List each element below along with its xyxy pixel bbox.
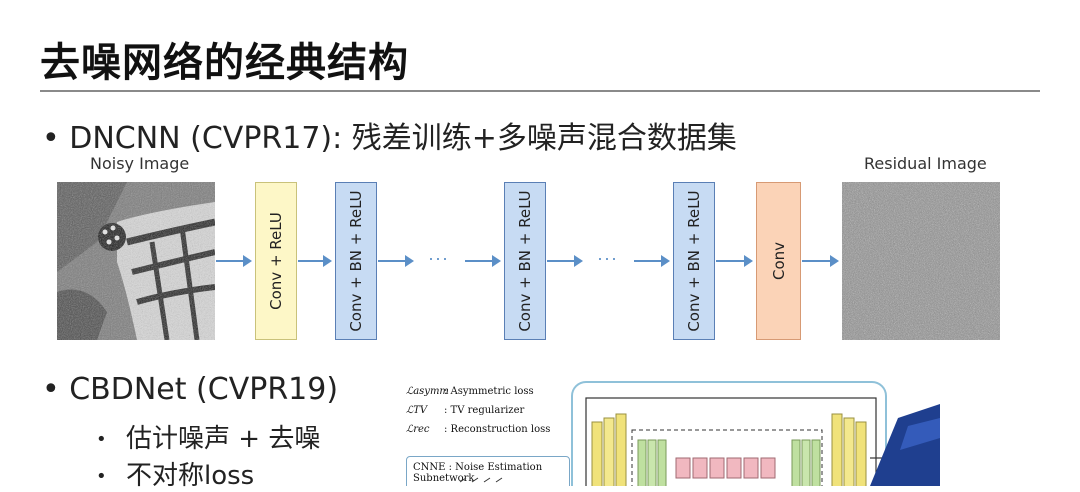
legend-text: : Reconstruction loss: [444, 424, 551, 435]
flow-arrow: [465, 255, 501, 267]
sub-bullet: •: [96, 429, 107, 450]
subnet-box: CNNE : Noise Estimation Subnetwork: [406, 456, 570, 486]
flow-arrow: [216, 255, 252, 267]
flow-arrow: [634, 255, 670, 267]
flow-arrow: [378, 255, 414, 267]
dncnn-bullet: • DNCNN (CVPR17): 残差训练+多噪声混合数据集: [42, 121, 737, 156]
layer-conv: Conv: [756, 182, 801, 340]
cbdnet-sub-item: • 估计噪声 + 去噪: [96, 418, 320, 455]
sub-item-text: 估计噪声 + 去噪: [126, 424, 321, 454]
flow-arrow: [298, 255, 332, 267]
layer-label: Conv + ReLU: [267, 212, 285, 310]
title-divider: [40, 90, 1040, 92]
residual-image-caption: Residual Image: [864, 154, 987, 173]
sub-bullet: •: [96, 466, 107, 487]
residual-image: [842, 182, 1000, 340]
legend-asymmetric: ℒasymm: Asymmetric loss: [406, 386, 534, 397]
flow-arrow: [802, 255, 839, 267]
layer-conv-relu: Conv + ReLU: [255, 182, 297, 340]
noisy-image: [57, 182, 215, 340]
cbdnet-bullet: • CBDNet (CVPR19): [42, 372, 339, 407]
layer-label: Conv + BN + ReLU: [516, 190, 534, 332]
flow-arrow: [547, 255, 583, 267]
layer-conv-bn-relu: Conv + BN + ReLU: [673, 182, 715, 340]
legend-symbol: ℒasymm: [406, 386, 449, 397]
subnet-label: CNNE : Noise Estimation Subnetwork: [413, 462, 543, 484]
legend-symbol: ℒTV: [406, 405, 428, 416]
legend-reconstruction: ℒrec : Reconstruction loss: [406, 424, 550, 435]
cbdnet-unet-diagram: [459, 381, 940, 486]
noisy-image-caption: Noisy Image: [90, 154, 190, 173]
layer-conv-bn-relu: Conv + BN + ReLU: [335, 182, 377, 340]
flow-arrow: [716, 255, 753, 267]
sub-item-text: 不对称loss: [126, 461, 255, 491]
legend-text: : TV regularizer: [444, 405, 525, 416]
cbdnet-sub-item: • 不对称loss: [96, 455, 254, 492]
layer-label: Conv + BN + ReLU: [685, 190, 703, 332]
cbdnet-architecture-figure: ℒasymm: Asymmetric loss ℒTV : TV regulari…: [400, 378, 940, 486]
layer-conv-bn-relu: Conv + BN + ReLU: [504, 182, 546, 340]
ellipsis: ···: [597, 248, 618, 268]
layer-label: Conv + BN + ReLU: [347, 190, 365, 332]
layer-label: Conv: [769, 241, 788, 281]
ellipsis: ···: [428, 248, 449, 268]
page-title: 去噪网络的经典结构: [40, 40, 409, 86]
legend-symbol: ℒrec: [406, 424, 430, 435]
legend-text: : Asymmetric loss: [444, 386, 534, 397]
legend-tv: ℒTV : TV regularizer: [406, 405, 524, 416]
